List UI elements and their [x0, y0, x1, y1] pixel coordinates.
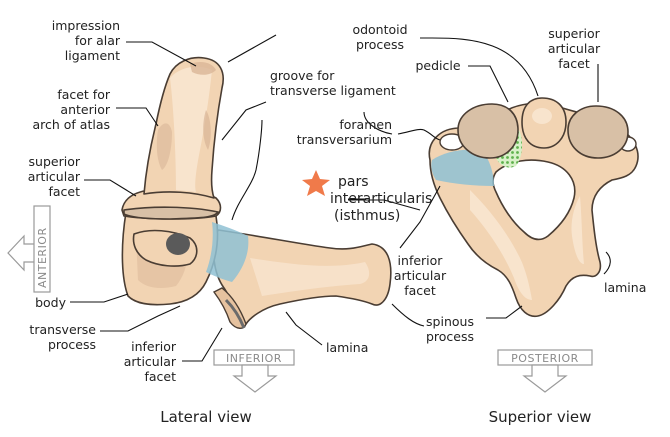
label-pars: pars interarticularis (isthmus) [330, 174, 432, 224]
svg-text:facet: facet [404, 283, 436, 298]
superior-isthmus [431, 149, 494, 186]
label-superior-articular-facet-right: superior articular facet [548, 26, 601, 71]
label-groove-transverse: groove for transverse ligament [270, 68, 396, 98]
label-inferior-articular-facet-right: inferior articular facet [394, 253, 447, 298]
svg-text:(isthmus): (isthmus) [334, 208, 400, 224]
svg-text:inferior: inferior [398, 253, 444, 268]
superior-vertebral-canal [492, 159, 576, 241]
svg-text:groove for: groove for [270, 68, 335, 83]
svg-text:interarticularis: interarticularis [330, 191, 432, 207]
svg-text:articular: articular [394, 268, 447, 283]
label-facet-anterior-arch: facet for anterior arch of atlas [32, 87, 110, 132]
svg-text:facet: facet [558, 56, 590, 71]
svg-text:ligament: ligament [65, 48, 120, 63]
svg-text:odontoid: odontoid [352, 22, 407, 37]
svg-text:facet: facet [144, 369, 176, 384]
svg-text:foramen: foramen [339, 117, 392, 132]
svg-text:process: process [48, 337, 96, 352]
leader-lines [70, 34, 611, 362]
label-pedicle: pedicle [415, 58, 460, 73]
posterior-arrow-icon [497, 349, 593, 393]
label-foramen-transversarium: foramen transversarium [297, 117, 392, 147]
svg-text:for alar: for alar [75, 33, 121, 48]
svg-text:process: process [426, 329, 474, 344]
label-impression-alar: impression for alar ligament [52, 18, 121, 63]
svg-text:articular: articular [124, 354, 177, 369]
label-superior-articular-facet-left: superior articular facet [28, 154, 81, 199]
lateral-vertebra [121, 56, 392, 329]
caption-superior-view: Superior view [489, 408, 592, 426]
superior-facet-right [567, 105, 629, 159]
inferior-arrow-icon [213, 349, 295, 393]
svg-text:arch of atlas: arch of atlas [32, 117, 110, 132]
svg-text:facet for: facet for [57, 87, 111, 102]
superior-facet-left [457, 103, 519, 159]
svg-text:impression: impression [52, 18, 120, 33]
label-inferior-articular-facet-left: inferior articular facet [124, 339, 177, 384]
lateral-isthmus [206, 222, 249, 282]
svg-text:transverse: transverse [29, 322, 96, 337]
label-odontoid: odontoid process [352, 22, 407, 52]
svg-text:transversarium: transversarium [297, 132, 392, 147]
star-icon [302, 170, 330, 196]
lateral-foramen-hole [166, 233, 190, 255]
label-lamina-right: lamina [604, 280, 646, 295]
svg-text:spinous: spinous [426, 314, 474, 329]
svg-text:transverse ligament: transverse ligament [270, 83, 396, 98]
svg-text:inferior: inferior [131, 339, 177, 354]
posterior-label: POSTERIOR [511, 352, 579, 365]
inferior-label: INFERIOR [226, 352, 282, 365]
caption-lateral-view: Lateral view [160, 408, 252, 426]
anterior-arrow-icon [7, 205, 51, 293]
svg-text:articular: articular [548, 41, 601, 56]
svg-text:pars: pars [338, 174, 369, 190]
svg-text:articular: articular [28, 169, 81, 184]
label-body: body [35, 295, 67, 310]
label-lamina-left: lamina [326, 340, 368, 355]
superior-vertebra [428, 97, 639, 318]
svg-text:superior: superior [548, 26, 600, 41]
svg-text:superior: superior [29, 154, 81, 169]
label-transverse-process: transverse process [29, 322, 96, 352]
svg-text:anterior: anterior [60, 102, 110, 117]
anterior-label: ANTERIOR [36, 227, 49, 288]
svg-text:facet: facet [48, 184, 80, 199]
label-spinous-process: spinous process [426, 314, 474, 344]
svg-text:process: process [356, 37, 404, 52]
